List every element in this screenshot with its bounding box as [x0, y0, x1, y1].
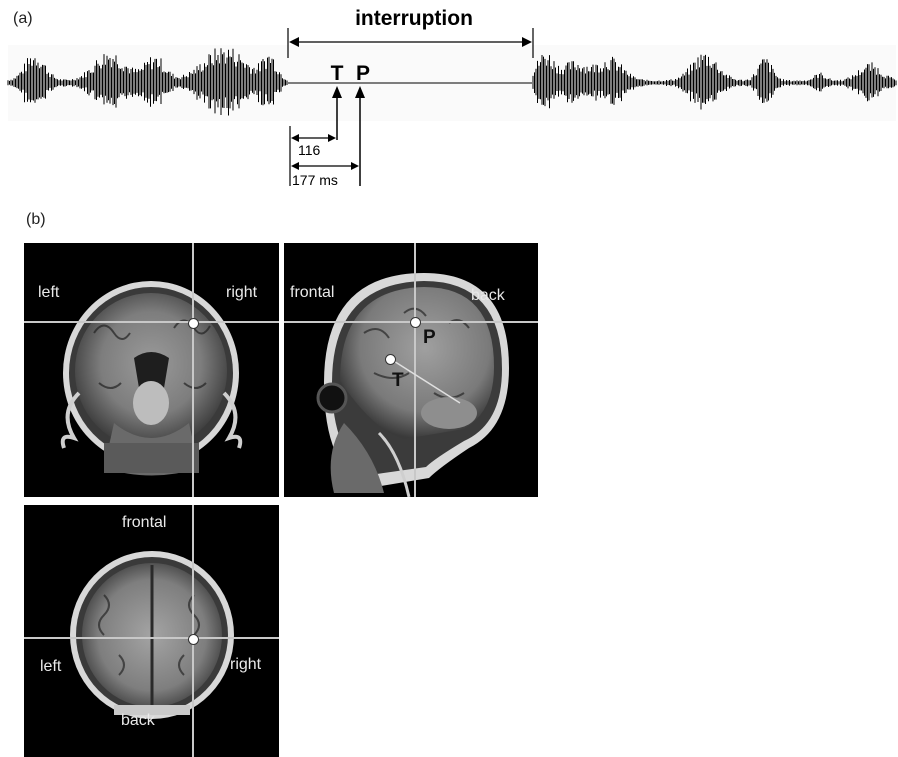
sagittal-p-marker: P	[423, 327, 436, 349]
marker-p-label: P	[356, 62, 370, 85]
sagittal-p-dot	[410, 317, 421, 328]
latency-t-arrow-right	[328, 134, 336, 142]
waveform-figure: interruption T P 116 177 ms	[0, 0, 898, 200]
mri-sagittal-view: P T frontal back	[284, 243, 538, 497]
axial-bottom-label: back	[121, 712, 155, 730]
sagittal-trajectory-line	[284, 243, 538, 497]
axial-right-label: right	[230, 656, 261, 674]
coronal-brain-image	[24, 243, 279, 497]
axial-crosshair-horizontal	[24, 637, 279, 639]
mri-coronal-view: left right	[24, 243, 279, 497]
sagittal-t-marker: T	[392, 370, 404, 392]
axial-target-dot	[188, 634, 199, 645]
axial-crosshair-vertical	[192, 505, 194, 757]
coronal-right-label: right	[226, 284, 257, 302]
interruption-label: interruption	[355, 7, 473, 30]
marker-t-label: T	[331, 62, 344, 85]
mri-axial-view: frontal left right back	[24, 505, 279, 757]
panel-b-label: (b)	[26, 211, 46, 229]
sagittal-back-label: back	[471, 287, 505, 305]
latency-p-arrow-right	[351, 162, 359, 170]
sagittal-t-dot	[385, 354, 396, 365]
latency-t-arrow-left	[291, 134, 299, 142]
sagittal-front-label: frontal	[290, 284, 334, 302]
coronal-crosshair-horizontal	[24, 321, 279, 323]
coronal-crosshair-vertical	[192, 243, 194, 497]
axial-left-label: left	[40, 658, 61, 676]
latency-t-label: 116	[298, 142, 321, 158]
latency-p-label: 177 ms	[292, 172, 338, 188]
coronal-left-label: left	[38, 284, 59, 302]
axial-top-label: frontal	[122, 514, 166, 532]
coronal-target-dot	[188, 318, 199, 329]
latency-p-arrow-left	[291, 162, 299, 170]
